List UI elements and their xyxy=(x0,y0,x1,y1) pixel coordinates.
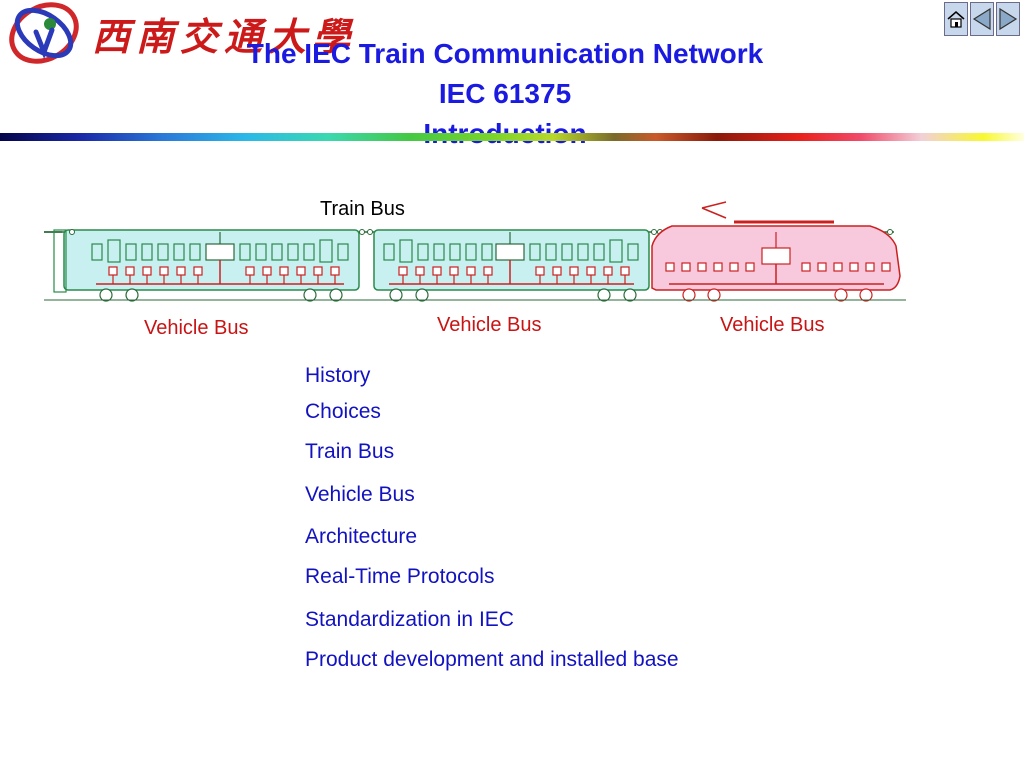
previous-button[interactable] xyxy=(970,2,994,36)
vehicle-bus-label-1: Vehicle Bus xyxy=(144,317,249,339)
outline-item-vehicle-bus: Vehicle Bus xyxy=(305,483,415,506)
title-line-1: The IEC Train Communication Network xyxy=(246,38,764,69)
outline-item-standardization: Standardization in IEC xyxy=(305,608,514,631)
outline-item-real-time-protocols: Real-Time Protocols xyxy=(305,565,495,588)
outline-item-train-bus: Train Bus xyxy=(305,440,395,463)
university-name: 西南交通大學 xyxy=(92,14,357,59)
university-logo xyxy=(9,2,79,64)
coach-2 xyxy=(373,229,650,302)
title-line-2: IEC 61375 xyxy=(438,78,572,109)
home-button[interactable] xyxy=(944,2,968,36)
triangle-left-icon xyxy=(972,7,991,31)
vehicle-bus-label-3: Vehicle Bus xyxy=(720,314,825,336)
outline-item-product-development: Product development and installed base xyxy=(305,648,679,671)
triangle-right-icon xyxy=(999,7,1018,31)
rainbow-divider xyxy=(0,133,1024,141)
locomotive xyxy=(651,201,901,302)
coach-1 xyxy=(53,229,360,302)
home-icon xyxy=(947,11,965,28)
next-button[interactable] xyxy=(996,2,1020,36)
outline-item-architecture: Architecture xyxy=(305,525,418,548)
train-diagram xyxy=(44,201,906,302)
page-title: The IEC Train Communication Network IEC … xyxy=(0,34,1010,154)
slide-navigation xyxy=(944,2,1020,36)
outline-item-choices: Choices xyxy=(305,400,381,423)
outline-item-history: History xyxy=(305,364,371,387)
train-bus-label: Train Bus xyxy=(320,198,405,220)
vehicle-bus-label-2: Vehicle Bus xyxy=(437,314,542,336)
